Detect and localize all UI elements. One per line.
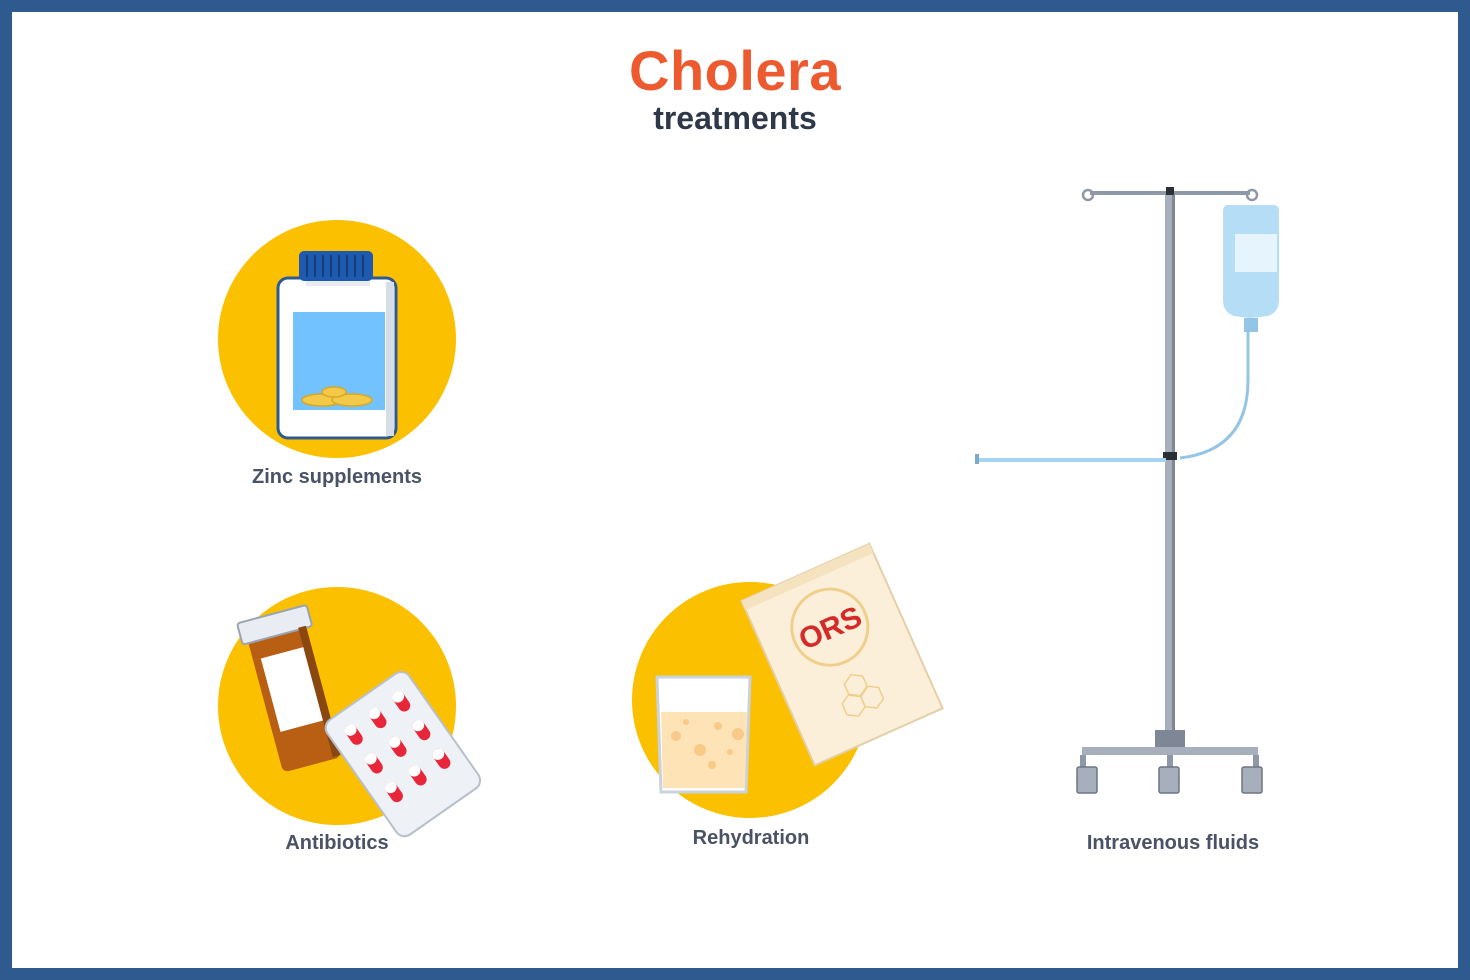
label-intravenous-fluids: Intravenous fluids — [1086, 832, 1260, 854]
label-zinc-supplements: Zinc supplements — [251, 466, 423, 488]
pill-bottle-blister-icon — [218, 587, 482, 838]
page-title: Cholera — [629, 39, 841, 102]
iv-drip-stand-icon — [975, 187, 1279, 794]
label-antibiotics: Antibiotics — [285, 832, 389, 854]
ors-packet-glass-icon: ORS — [632, 542, 944, 818]
page-subtitle: treatments — [653, 100, 817, 136]
zinc-bottle-icon — [218, 220, 456, 458]
label-rehydration: Rehydration — [692, 827, 810, 849]
